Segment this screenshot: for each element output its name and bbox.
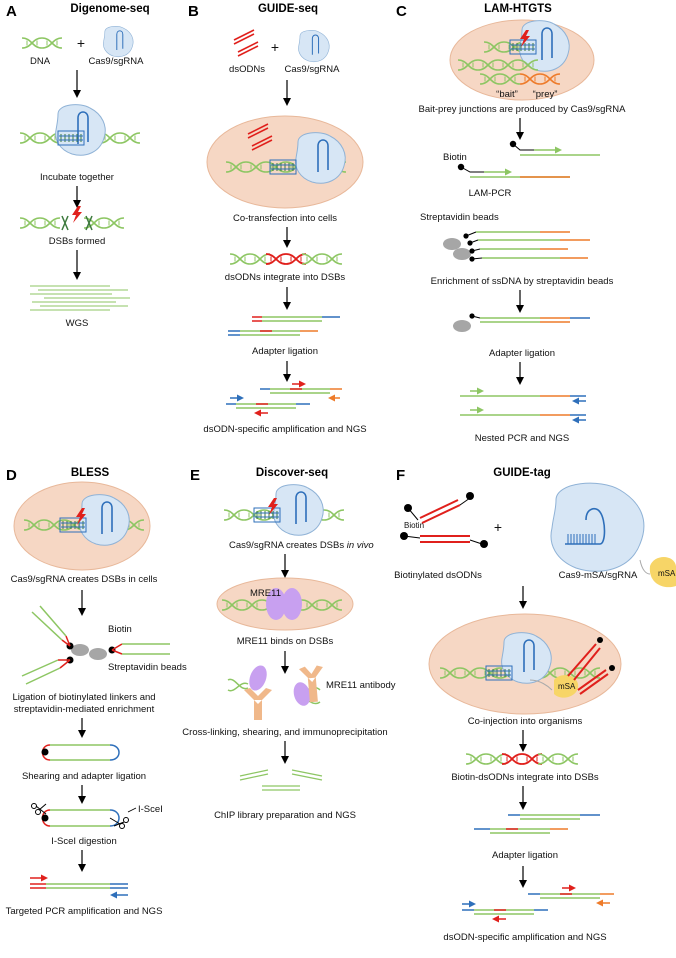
msa-small-label: mSA	[558, 682, 576, 691]
antibody-label: MRE11 antibody	[326, 680, 396, 691]
biotin-label: Biotin	[443, 152, 467, 163]
step-binds-label: MRE11 binds on DSBs	[237, 636, 334, 647]
step-nested-label: Nested PCR and NGS	[475, 433, 570, 444]
cas9-dna-complex-icon	[19, 103, 141, 157]
adapter-ligation-icon	[453, 313, 590, 332]
panel-f-title: GUIDE-tag	[493, 467, 551, 479]
step-crosslinking-label: Cross-linking, shearing, and immunopreci…	[182, 727, 387, 738]
integrated-dna-icon	[465, 753, 579, 765]
panel-c-title: LAM-HTGTS	[484, 3, 552, 15]
step-cotransfection-label: Co-transfection into cells	[233, 213, 337, 224]
organism-cell-icon	[428, 613, 622, 715]
panel-a: A Digenome-seq DNA + Cas9/sgRNA Incubate…	[6, 3, 150, 329]
panel-c-letter: C	[396, 3, 407, 20]
step-integrate-label: dsODNs integrate into DSBs	[225, 272, 346, 283]
panel-a-title: Digenome-seq	[70, 3, 149, 15]
shearing-icon	[41, 744, 120, 761]
beads-label: Streptavidin beads	[420, 212, 499, 223]
plus-sign: +	[494, 519, 502, 535]
streptavidin-beads-icon	[443, 231, 590, 262]
panel-f-letter: F	[396, 467, 405, 484]
targeted-pcr-icon	[30, 874, 128, 899]
dsodns-label: dsODNs	[229, 64, 265, 75]
amplification-icon	[226, 380, 342, 417]
dsb-dna-icon	[19, 206, 125, 231]
step-enrichment-label: Enrichment of ssDNA by streptavidin bead…	[431, 276, 614, 287]
dna-label: DNA	[30, 56, 51, 67]
amplification-icon	[462, 884, 614, 923]
plus-sign: +	[271, 39, 279, 55]
panel-b-title: GUIDE-seq	[258, 3, 318, 15]
step-dsb-label: DSBs formed	[49, 236, 106, 247]
cas9-label: Cas9/sgRNA	[285, 64, 341, 75]
step-amplification-label: dsODN-specific amplification and NGS	[203, 424, 366, 435]
panel-b-letter: B	[188, 3, 199, 20]
nested-pcr-icon	[460, 387, 586, 424]
panel-e: E Discover-seq Cas9/sgRNA creates DSBs i…	[182, 467, 395, 821]
lam-pcr-icon	[457, 140, 600, 178]
isce-label: I-SceI	[138, 804, 163, 815]
step-wgs-label: WGS	[66, 318, 89, 329]
biotinylated-linkers-icon	[21, 605, 170, 685]
integrated-dna-icon	[229, 253, 343, 265]
biotin-dsodn-icon	[400, 492, 488, 548]
cas9-msa-label: Cas9-mSA/sgRNA	[559, 570, 638, 581]
scissors-icon	[31, 803, 129, 829]
step-targeted-label: Targeted PCR amplification and NGS	[6, 906, 163, 917]
cas9-dna-complex-icon	[223, 483, 345, 537]
step-digestion-label: I-SceI digestion	[51, 836, 116, 847]
biotin-label: Biotin	[108, 624, 132, 635]
panel-e-letter: E	[190, 467, 200, 484]
bait-label: “bait”	[496, 89, 518, 100]
step-adapter-label: Adapter ligation	[492, 850, 558, 861]
cell-icon	[449, 19, 595, 101]
step-coinjection-label: Co-injection into organisms	[468, 716, 583, 727]
step-cells-label: Cas9/sgRNA creates DSBs in cells	[11, 574, 158, 585]
prey-label: “prey”	[533, 89, 558, 100]
step-adapter-label: Adapter ligation	[252, 346, 318, 357]
panel-c: C LAM-HTGTS “bait” “prey” Bait-prey junc…	[396, 3, 626, 444]
cas9-sgrna-icon	[102, 25, 134, 58]
panel-e-title: Discover-seq	[256, 467, 328, 479]
biotin-label: Biotin	[404, 521, 424, 530]
step-creates-label: Cas9/sgRNA creates DSBs in vivo	[229, 540, 374, 551]
step-ligation-label-1: Ligation of biotinylated linkers and	[12, 692, 155, 703]
step-lampcr-label: LAM-PCR	[469, 188, 512, 199]
dsodn-icon	[233, 29, 259, 57]
panel-d-letter: D	[6, 467, 17, 484]
step-integrate-label: Biotin-dsODNs integrate into DSBs	[451, 772, 599, 783]
plus-sign: +	[77, 35, 85, 51]
mre11-label: MRE11	[250, 588, 281, 599]
panel-a-letter: A	[6, 3, 17, 20]
cell-icon	[13, 481, 151, 571]
callout-line	[127, 807, 137, 813]
step-incubate-label: Incubate together	[40, 172, 114, 183]
step-amplification-label: dsODN-specific amplification and NGS	[443, 932, 606, 943]
step-ligation-label-2: streptavidin-mediated enrichment	[14, 704, 155, 715]
panel-d: D BLESS Cas9/sgRNA creates DSBs in cells…	[6, 467, 187, 917]
step-chip-label: ChIP library preparation and NGS	[214, 810, 356, 821]
cas9-label: Cas9/sgRNA	[89, 56, 145, 67]
mre11-cell-icon	[216, 577, 354, 631]
step-shearing-label: Shearing and adapter ligation	[22, 771, 146, 782]
step-adapter-label: Adapter ligation	[489, 348, 555, 359]
immunoprecipitation-icon	[227, 665, 323, 720]
msa-label: mSA	[658, 569, 676, 578]
cas9-msa-icon	[550, 482, 676, 588]
wgs-reads-icon	[30, 285, 130, 311]
beads-label: Streptavidin beads	[108, 662, 187, 673]
dna-helix-icon	[21, 37, 63, 49]
step-junctions-label: Bait-prey junctions are produced by Cas9…	[419, 104, 627, 115]
cell-icon	[206, 115, 364, 209]
adapter-reads-icon	[474, 814, 600, 834]
panel-b: B GUIDE-seq dsODNs + Cas9/sgRNA Co-trans…	[188, 3, 367, 435]
biotinylated-dsodns-label: Biotinylated dsODNs	[394, 570, 482, 581]
cas9-sgrna-icon	[297, 29, 330, 63]
panel-d-title: BLESS	[71, 467, 110, 479]
chip-library-icon	[239, 769, 323, 791]
isce-digestion-icon	[41, 809, 120, 827]
panel-f: F GUIDE-tag Biotin + mSA Biotinylated ds…	[394, 467, 676, 943]
adapter-reads-icon	[228, 316, 340, 336]
